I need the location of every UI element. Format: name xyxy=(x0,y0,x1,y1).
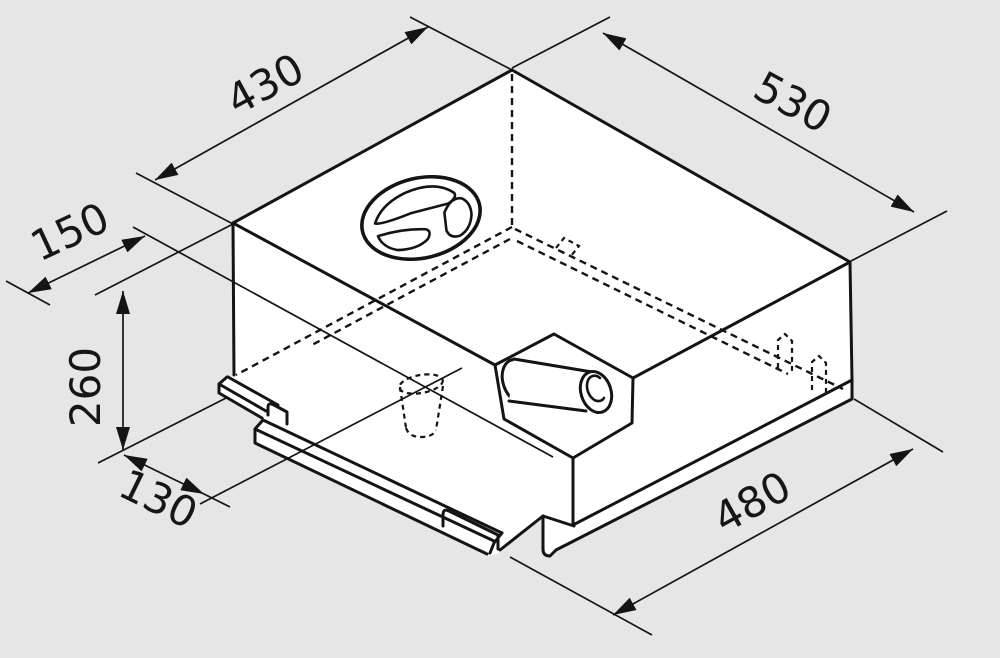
rail-tab-icon xyxy=(441,508,500,551)
drain-centerlines xyxy=(132,226,554,505)
filler-cap-icon xyxy=(360,174,482,262)
hidden-tab-icon xyxy=(810,354,828,394)
spout-bore-icon xyxy=(585,374,606,403)
hidden-tab-icon xyxy=(555,236,581,257)
dimension-label-260: 260 xyxy=(61,347,110,427)
hidden-tab-icon xyxy=(776,332,794,372)
bottom-notch xyxy=(541,514,558,558)
outlet-pocket xyxy=(493,332,635,460)
front-mounting-rail xyxy=(217,375,576,558)
dimension-lines xyxy=(5,16,948,636)
rail-tab-icon xyxy=(266,402,289,426)
outlet-spout xyxy=(500,357,614,415)
drain-recess-icon xyxy=(398,373,445,439)
